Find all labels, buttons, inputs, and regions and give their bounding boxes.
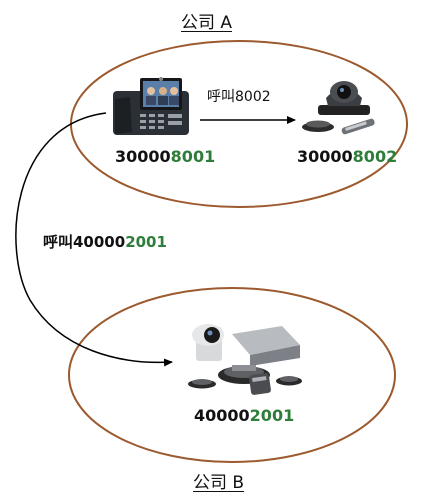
- cross-call-prefix: 呼叫40000: [43, 233, 126, 251]
- internal-call-label: 呼叫8002: [207, 89, 271, 105]
- company-a-title: 公司 A: [181, 13, 233, 33]
- room-number-2001: 400002001: [194, 406, 294, 425]
- video-phone-icon: [113, 77, 189, 135]
- cross-call-label: 呼叫400002001: [43, 231, 167, 252]
- company-b-ellipse: [68, 287, 396, 463]
- cross-call-arrow: [15, 112, 173, 367]
- cross-call-suffix: 2001: [125, 233, 167, 251]
- vc-room-system-icon: [188, 324, 302, 395]
- company-b-number-suffix: 2001: [249, 406, 295, 425]
- room-number-prefix: 30000: [297, 147, 353, 166]
- company-b-number-prefix: 40000: [194, 406, 250, 425]
- phone-number-suffix: 8001: [170, 147, 216, 166]
- company-b-title: 公司 B: [193, 473, 245, 493]
- vc-camera-system-icon: [302, 81, 375, 135]
- room-number-suffix: 8002: [352, 147, 398, 166]
- phone-number-8001: 300008001: [115, 147, 215, 166]
- room-number-8002: 300008002: [297, 147, 397, 166]
- phone-number-prefix: 30000: [115, 147, 171, 166]
